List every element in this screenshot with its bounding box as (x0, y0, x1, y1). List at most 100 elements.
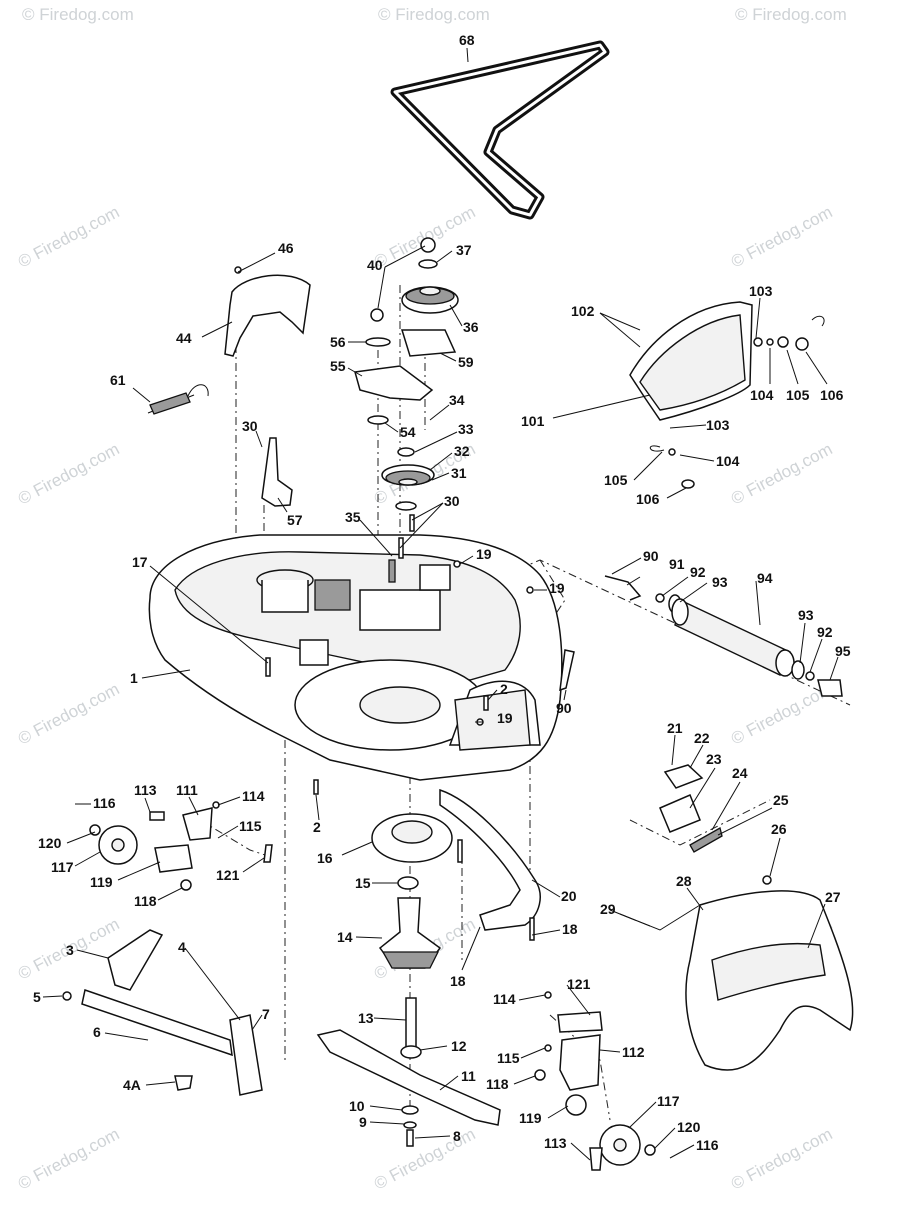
callout-19: 19 (497, 710, 513, 726)
callout-35: 35 (345, 509, 361, 525)
spindle-assembly (371, 813, 453, 1059)
callout-111: 111 (176, 782, 198, 798)
callout-121: 121 (216, 867, 240, 883)
callout-28: 28 (676, 873, 692, 889)
callout-114: 114 (242, 788, 265, 804)
callout-117: 117 (657, 1093, 680, 1109)
callout-101: 101 (521, 413, 545, 429)
callout-19: 19 (549, 580, 565, 596)
callout-116: 116 (696, 1137, 719, 1153)
callout-112: 112 (622, 1044, 645, 1060)
callout-105: 105 (604, 472, 628, 488)
callout-30: 30 (242, 418, 258, 434)
callout-4: 4 (178, 939, 186, 955)
callout-115: 115 (239, 818, 262, 834)
callout-leaders (42, 47, 839, 1161)
callout-6: 6 (93, 1024, 101, 1040)
callout-57: 57 (287, 512, 303, 528)
callout-24: 24 (732, 765, 748, 781)
callout-30: 30 (444, 493, 460, 509)
callout-90: 90 (643, 548, 659, 564)
watermark-text: © Firedog.com (22, 5, 134, 24)
watermark-text: © Firedog.com (378, 5, 490, 24)
callout-46: 46 (278, 240, 294, 256)
watermark-text: © Firedog.com (728, 679, 836, 748)
callout-22: 22 (694, 730, 710, 746)
callout-29: 29 (600, 901, 616, 917)
callout-36: 36 (463, 319, 479, 335)
callout-120: 120 (38, 835, 62, 851)
callout-15: 15 (355, 875, 371, 891)
anti-scalp-roller (559, 575, 843, 697)
callout-56: 56 (330, 334, 346, 350)
callout-104: 104 (716, 453, 740, 469)
callout-31: 31 (451, 465, 467, 481)
watermark-text: © Firedog.com (15, 1124, 123, 1193)
callout-4A: 4A (123, 1077, 141, 1093)
callout-labels: 68 46 44 61 30 57 40 37 36 56 59 55 34 5… (33, 32, 851, 1153)
callout-116: 116 (93, 795, 116, 811)
callout-14: 14 (337, 929, 353, 945)
belt-guard (224, 266, 311, 357)
callout-55: 55 (330, 358, 346, 374)
callout-61: 61 (110, 372, 126, 388)
callout-9: 9 (359, 1114, 367, 1130)
callout-23: 23 (706, 751, 722, 767)
callout-21: 21 (667, 720, 683, 736)
watermark-text: © Firedog.com (728, 439, 836, 508)
callout-95: 95 (835, 643, 851, 659)
callout-104: 104 (750, 387, 774, 403)
watermark-text: © Firedog.com (371, 1124, 479, 1193)
callout-91: 91 (669, 556, 685, 572)
callout-18: 18 (450, 973, 466, 989)
callout-59: 59 (458, 354, 474, 370)
watermark-text: © Firedog.com (15, 202, 123, 271)
callout-13: 13 (358, 1010, 374, 1026)
gauge-wheel-right (534, 991, 656, 1171)
callout-2: 2 (500, 681, 508, 697)
callout-26: 26 (771, 821, 787, 837)
callout-90: 90 (556, 700, 572, 716)
callout-105: 105 (786, 387, 810, 403)
mulching-baffle (439, 788, 541, 941)
callout-92: 92 (690, 564, 706, 580)
callout-103: 103 (706, 417, 730, 433)
callout-10: 10 (349, 1098, 365, 1114)
callout-121: 121 (567, 976, 591, 992)
callout-20: 20 (561, 888, 577, 904)
callout-106: 106 (820, 387, 844, 403)
callout-1: 1 (130, 670, 138, 686)
callout-19: 19 (476, 546, 492, 562)
watermark-text: © Firedog.com (735, 5, 847, 24)
deck-support-bracket (659, 764, 772, 885)
callout-106: 106 (636, 491, 660, 507)
idler-arm (261, 437, 293, 507)
callout-27: 27 (825, 889, 841, 905)
callout-8: 8 (453, 1128, 461, 1144)
watermark-text: © Firedog.com (728, 202, 836, 271)
callout-103: 103 (749, 283, 773, 299)
callout-118: 118 (486, 1076, 509, 1092)
callout-119: 119 (90, 874, 113, 890)
callout-68: 68 (459, 32, 475, 48)
callout-115: 115 (497, 1050, 520, 1066)
watermark-text: © Firedog.com (728, 1124, 836, 1193)
callout-119: 119 (519, 1110, 542, 1126)
callout-93: 93 (798, 607, 814, 623)
callout-94: 94 (757, 570, 773, 586)
callout-17: 17 (132, 554, 148, 570)
callout-120: 120 (677, 1119, 701, 1135)
callout-7: 7 (262, 1006, 270, 1022)
callout-18: 18 (562, 921, 578, 937)
watermark-text: © Firedog.com (15, 439, 123, 508)
callout-40: 40 (367, 257, 383, 273)
callout-102: 102 (571, 303, 595, 319)
callout-118: 118 (134, 893, 157, 909)
drive-belt (390, 40, 610, 220)
callout-25: 25 (773, 792, 789, 808)
callout-32: 32 (454, 443, 470, 459)
callout-33: 33 (458, 421, 474, 437)
callout-113: 113 (134, 782, 157, 798)
